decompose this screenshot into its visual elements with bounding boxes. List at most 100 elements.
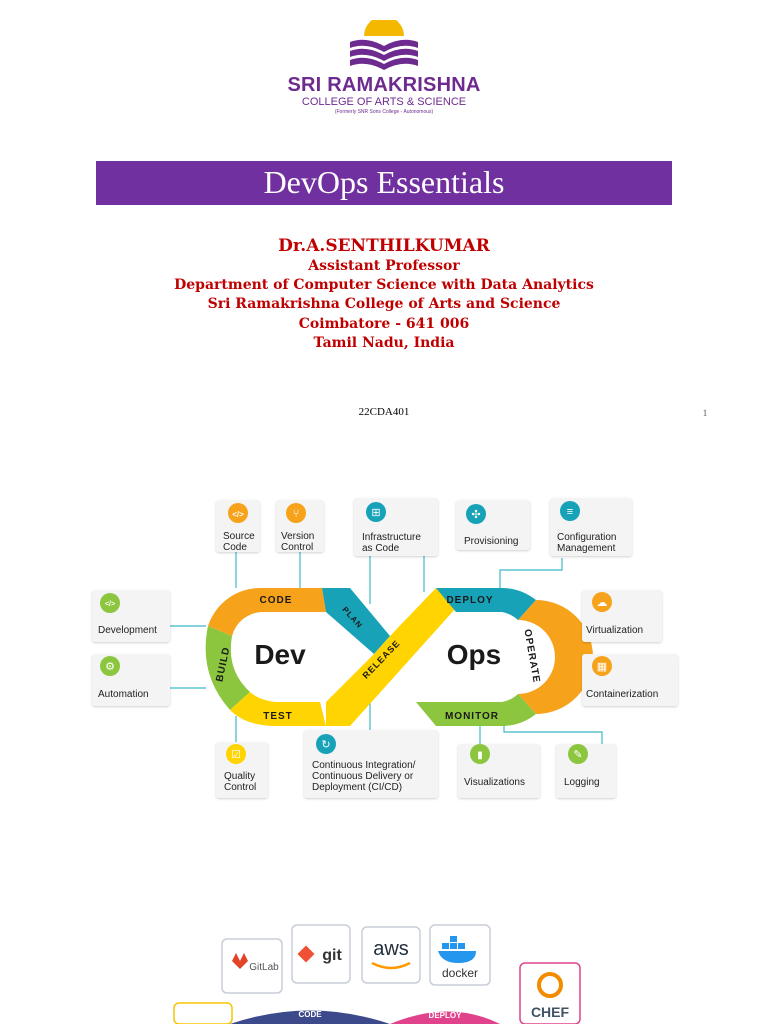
- svg-text:Control: Control: [281, 542, 313, 553]
- containerization-box: ▦ Containerization: [582, 654, 678, 706]
- gitlab-tile: GitLab: [221, 938, 283, 994]
- svg-text:✎: ✎: [573, 749, 582, 761]
- network-icon: [366, 502, 386, 522]
- deploy-ring-label: DEPLOY: [429, 1011, 463, 1020]
- test-segment: [230, 692, 326, 726]
- svg-text:Automation: Automation: [98, 689, 149, 700]
- svg-text:☁: ☁: [597, 597, 608, 609]
- document-title: DevOps Essentials: [96, 161, 672, 205]
- branch-icon: [286, 503, 306, 523]
- college-logo-icon: [350, 20, 418, 70]
- svg-text:▦: ▦: [597, 661, 607, 673]
- stage-code: CODE: [260, 595, 293, 606]
- git-tile: git: [291, 924, 351, 984]
- college-name: SRI RAMAKRISHNA: [287, 74, 481, 96]
- partial-tool-tile: [173, 1002, 233, 1024]
- source-code-box: </> Source Code: [216, 500, 260, 553]
- ops-label: Ops: [447, 639, 501, 670]
- svg-text:Virtualization: Virtualization: [586, 625, 643, 636]
- deploy-ring: [390, 1011, 500, 1024]
- deploy-segment: [436, 588, 536, 620]
- aws-tile: aws: [361, 926, 421, 984]
- docker-tile: docker: [429, 924, 491, 986]
- dev-label: Dev: [254, 639, 306, 670]
- author-designation: Assistant Professor: [308, 258, 460, 274]
- stage-test: TEST: [263, 711, 293, 722]
- checklist-icon: [226, 744, 246, 764]
- svg-text:Quality: Quality: [224, 771, 255, 782]
- svg-text:</>: </>: [105, 601, 115, 608]
- svg-text:docker: docker: [442, 966, 478, 980]
- svg-text:⊞: ⊞: [371, 507, 380, 519]
- svg-text:≡: ≡: [567, 506, 573, 518]
- stage-deploy: DEPLOY: [446, 595, 493, 606]
- svg-text:⑂: ⑂: [293, 508, 300, 520]
- svg-text:↻: ↻: [321, 739, 330, 751]
- code-ring-label: CODE: [298, 1010, 322, 1019]
- svg-text:git: git: [322, 947, 342, 964]
- container-icon: [592, 656, 612, 676]
- infrastructure-as-code-box: ⊞ Infrastructure as Code: [354, 498, 438, 556]
- logging-box: ✎ Logging: [556, 744, 616, 798]
- configuration-management-box: ≡ Configuration Management: [550, 498, 632, 556]
- svg-text:as Code: as Code: [362, 543, 400, 554]
- stage-monitor: MONITOR: [445, 711, 499, 722]
- visualizations-box: ▮ Visualizations: [458, 744, 540, 798]
- svg-text:☑: ☑: [231, 749, 241, 761]
- aws-smile-icon: [371, 961, 411, 970]
- svg-text:▮: ▮: [477, 750, 483, 761]
- code-segment: [208, 587, 326, 636]
- cloud-icon: [592, 592, 612, 612]
- author-institution: Sri Ramakrishna College of Arts and Scie…: [207, 296, 561, 312]
- sliders-icon: [560, 501, 580, 521]
- svg-text:Source: Source: [223, 531, 255, 542]
- page-number: 1: [702, 408, 708, 418]
- devops-infinity-diagram: Dev Ops CODE BUILD TEST PLAN RELEASE DEP…: [92, 498, 678, 798]
- author-city: Coimbatore - 641 006: [298, 316, 470, 332]
- chef-tile: CHEF: [519, 962, 581, 1024]
- author-state: Tamil Nadu, India: [313, 335, 455, 351]
- automation-box: ⚙ Automation: [92, 654, 170, 706]
- svg-text:Continuous Delivery or: Continuous Delivery or: [312, 771, 414, 782]
- svg-text:Configuration: Configuration: [557, 532, 616, 543]
- svg-text:Logging: Logging: [564, 777, 600, 788]
- svg-text:Continuous Integration/: Continuous Integration/: [312, 760, 416, 771]
- pen-icon: [568, 744, 588, 764]
- monitor-segment: [416, 694, 536, 726]
- stage-operate: OPERATE: [521, 628, 541, 684]
- svg-text:Visualizations: Visualizations: [464, 777, 525, 788]
- svg-text:Management: Management: [557, 543, 616, 554]
- svg-text:Code: Code: [223, 542, 247, 553]
- course-code: 22CDA401: [358, 406, 410, 418]
- operate-segment: [518, 600, 593, 714]
- svg-text:CHEF: CHEF: [531, 1004, 570, 1020]
- bar-chart-icon: [470, 744, 490, 764]
- cicd-box: ↻ Continuous Integration/ Continuous Del…: [304, 730, 438, 798]
- provisioning-box: ✣ Provisioning: [456, 500, 530, 550]
- chef-icon: [537, 972, 563, 998]
- svg-text:⚙: ⚙: [105, 661, 115, 673]
- svg-text:Control: Control: [224, 782, 256, 793]
- gear-icon: [100, 656, 120, 676]
- svg-text:Infrastructure: Infrastructure: [362, 532, 421, 543]
- plan-segment: [322, 588, 390, 654]
- version-control-box: ⑂ Version Control: [276, 500, 324, 553]
- release-segment: [326, 588, 456, 726]
- svg-text:✣: ✣: [471, 509, 480, 521]
- college-note: (Formerly SNR Sons College - Autonomous): [334, 109, 434, 115]
- monitor-icon: [100, 593, 120, 613]
- svg-text:Version: Version: [281, 531, 314, 542]
- gitlab-icon: [232, 953, 248, 969]
- build-segment: [205, 626, 250, 710]
- development-box: </> Development: [92, 590, 170, 642]
- svg-text:aws: aws: [373, 938, 409, 960]
- svg-text:GitLab: GitLab: [249, 962, 279, 973]
- cycle-icon: [316, 734, 336, 754]
- virtualization-box: ☁ Virtualization: [582, 590, 662, 642]
- svg-text:Containerization: Containerization: [586, 689, 658, 700]
- code-icon: [228, 503, 248, 523]
- devops-tools-diagram: CODE DEPLOY GitLab git aws docker CHEF: [173, 924, 581, 1024]
- author-department: Department of Computer Science with Data…: [174, 277, 594, 293]
- svg-text:Provisioning: Provisioning: [464, 536, 518, 547]
- svg-text:Deployment (CI/CD): Deployment (CI/CD): [312, 782, 402, 793]
